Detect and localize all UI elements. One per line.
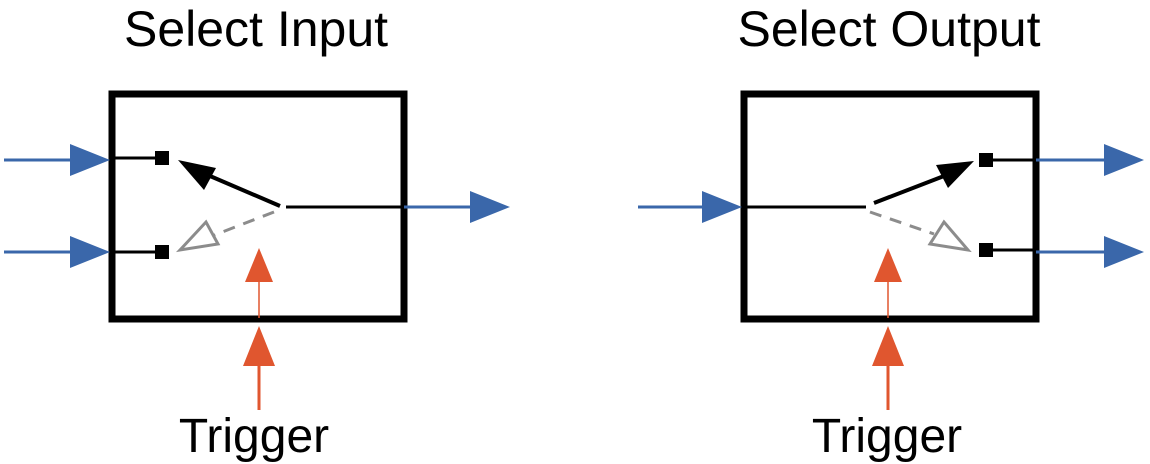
input-arrow-bottom	[4, 236, 110, 268]
active-switch-arm	[873, 161, 974, 205]
terminal-top	[155, 151, 169, 165]
trigger-arrow-outer	[243, 326, 275, 410]
trigger-arrow-inner	[874, 248, 902, 318]
output-arrow-top	[1036, 144, 1144, 176]
select-output-title: Select Output	[738, 1, 1041, 57]
active-switch-arm	[178, 160, 281, 208]
select-input-diagram: Select Input	[4, 1, 510, 463]
trigger-arrow-outer	[872, 326, 904, 410]
output-arrow-bottom	[1036, 236, 1144, 268]
trigger-arrow-inner	[245, 248, 273, 318]
select-output-diagram: Select Output	[638, 1, 1144, 463]
select-input-title: Select Input	[124, 1, 388, 57]
select-output-trigger-label: Trigger	[812, 410, 962, 463]
input-arrow-top	[4, 144, 110, 176]
output-arrow	[404, 191, 510, 223]
input-arrow	[638, 191, 742, 223]
inactive-switch-arm	[175, 210, 275, 253]
select-input-trigger-label: Trigger	[179, 410, 329, 463]
terminal-bottom	[155, 245, 169, 259]
inactive-switch-arm	[869, 210, 972, 253]
